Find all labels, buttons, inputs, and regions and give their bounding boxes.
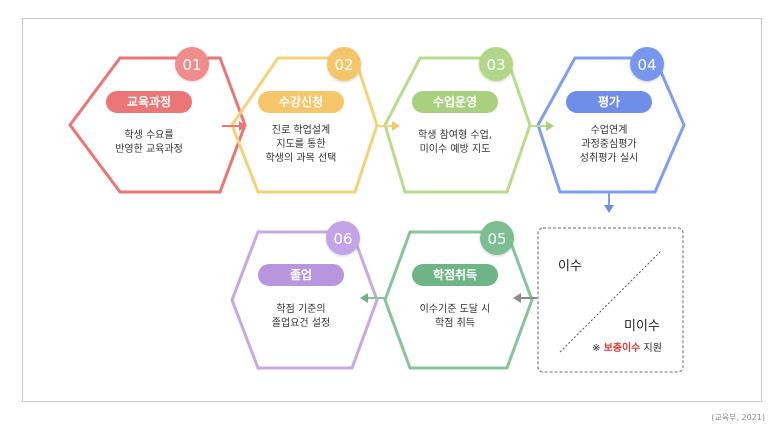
step-02-desc-line: 진로 학업설계 bbox=[272, 123, 330, 136]
step-03-desc: 학생 참여형 수업, 미이수 예방 지도 bbox=[418, 128, 492, 155]
flow-arrows bbox=[222, 121, 614, 303]
step-05-desc-line: 학점 취득 bbox=[435, 317, 475, 329]
not-completed-label: 미이수 bbox=[624, 319, 660, 334]
step-01-desc-line: 반영한 교육과정 bbox=[115, 143, 183, 155]
step-04-desc-line: 수업연계 bbox=[591, 123, 628, 136]
step-04-desc-line: 과정중심평가 bbox=[581, 138, 636, 150]
completion-divider bbox=[559, 249, 663, 353]
completed-label: 이수 bbox=[558, 259, 582, 274]
step-05-title-badge bbox=[412, 264, 498, 286]
diagram-frame bbox=[22, 18, 762, 402]
step-05-hexagon bbox=[383, 230, 534, 370]
step-02-number-circle bbox=[327, 47, 361, 81]
step-06-title-badge bbox=[258, 264, 344, 286]
step-05-number-circle bbox=[480, 221, 514, 255]
arrow-box-to-05-head bbox=[513, 293, 521, 303]
step-02-title: 수강신청 bbox=[279, 94, 323, 109]
step-01-number: 01 bbox=[182, 56, 201, 74]
step-01-title: 교육과정 bbox=[127, 94, 171, 109]
step-02-title-badge bbox=[258, 91, 344, 113]
arrow-03-to-04-head bbox=[546, 121, 554, 131]
step-06-title: 졸업 bbox=[290, 268, 312, 282]
arrow-04-down-head bbox=[604, 205, 614, 213]
step-01-desc-line: 학생 수요를 bbox=[124, 129, 173, 141]
step-06-number-circle bbox=[326, 221, 360, 255]
step-01-hexagon bbox=[68, 56, 247, 194]
step-06-hexagon bbox=[230, 230, 379, 370]
arrow-01-to-02-head bbox=[239, 121, 247, 131]
step-01-number-circle bbox=[175, 47, 209, 81]
arrow-05-to-06-head bbox=[360, 293, 368, 303]
step-04-desc-line: 성취평가 실시 bbox=[580, 152, 638, 164]
step-06-number: 06 bbox=[333, 230, 352, 248]
step-03-desc-line: 학생 참여형 수업, bbox=[418, 128, 492, 141]
step-01-title-badge bbox=[106, 91, 192, 113]
remedial-note-highlight: 보충이수 bbox=[604, 341, 641, 354]
step-03-title-badge bbox=[412, 91, 498, 113]
step-03: 03 수업운영 학생 참여형 수업, 미이수 예방 지도 bbox=[383, 47, 532, 194]
step-03-title: 수업운영 bbox=[433, 94, 477, 109]
step-05-desc-line: 이수기준 도달 시 bbox=[420, 303, 491, 315]
step-04-number-circle bbox=[630, 47, 664, 81]
step-05-number: 05 bbox=[487, 230, 506, 248]
completion-box-border bbox=[537, 227, 684, 373]
step-06-desc-line: 학점 기준의 bbox=[276, 303, 325, 315]
remedial-note-suffix: 지원 bbox=[640, 342, 662, 354]
step-02-number: 02 bbox=[334, 56, 353, 74]
step-03-number: 03 bbox=[486, 56, 505, 74]
step-04-title-badge bbox=[566, 91, 652, 113]
source-citation: (교육부, 2021) bbox=[711, 413, 765, 422]
step-06-desc-line: 졸업요건 설정 bbox=[272, 316, 330, 329]
step-04-title: 평가 bbox=[598, 94, 620, 109]
step-03-desc-line: 미이수 예방 지도 bbox=[420, 143, 491, 155]
step-02-desc-line: 지도를 통한 bbox=[276, 138, 325, 150]
step-05-title: 학점취득 bbox=[433, 267, 477, 282]
completion-box: 이수 미이수 ※ 보충이수 지원 bbox=[537, 227, 684, 373]
remedial-note: ※ 보충이수 지원 bbox=[592, 341, 662, 354]
remedial-note-prefix: ※ bbox=[592, 343, 604, 354]
step-03-hexagon bbox=[383, 56, 532, 194]
step-03-number-circle bbox=[479, 47, 513, 81]
step-02-desc-line: 학생의 과목 선택 bbox=[266, 152, 337, 164]
arrow-02-to-03-head bbox=[392, 121, 400, 131]
step-04-number: 04 bbox=[637, 56, 656, 74]
